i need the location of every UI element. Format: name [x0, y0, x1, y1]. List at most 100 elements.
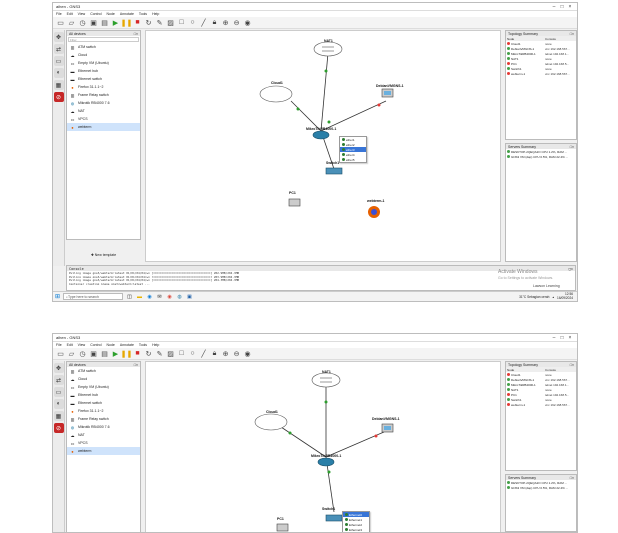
device-filter-input[interactable]: Filter [68, 37, 139, 42]
new-template-button[interactable]: ✚ New template [90, 253, 117, 257]
device-webterm[interactable]: ●webterm [67, 447, 140, 455]
device-frame-relay[interactable]: ▥Frame Relay switch [70, 416, 109, 422]
browse-routers-icon[interactable]: ✥ [53, 363, 64, 373]
add-link-icon[interactable]: ⊘ [53, 423, 64, 433]
browse-routers-icon[interactable]: ✥ [53, 32, 64, 42]
terminal-icon[interactable]: ▣ [90, 19, 97, 27]
nat-cloud-icon[interactable] [313, 41, 343, 57]
clock-icon[interactable]: ◷ [79, 19, 86, 27]
device-nat[interactable]: ☁NAT [70, 432, 85, 438]
network-icon[interactable]: ▴ [552, 294, 555, 299]
device-webterm[interactable]: ●webterm [67, 123, 140, 131]
pause-icon[interactable]: ❚❚ [120, 19, 133, 27]
node-label-nat1[interactable]: NAT1 [322, 370, 331, 374]
close-button[interactable]: × [568, 3, 572, 10]
zoom-out-icon[interactable]: ⊖ [233, 19, 240, 27]
chrome-icon[interactable]: ◉ [167, 293, 172, 300]
file-explorer-icon[interactable]: ▬ [137, 293, 143, 300]
menu-file[interactable]: File [56, 343, 62, 347]
device-ethernet-hub[interactable]: ▬Ethernet hub [70, 68, 99, 74]
node-label-debian[interactable]: DebianVMGNS-1 [376, 84, 404, 88]
menu-node[interactable]: Node [106, 343, 115, 347]
rectangle-icon[interactable]: □ [179, 350, 184, 357]
screenshot-icon[interactable]: ◉ [244, 19, 251, 27]
link-debian-router[interactable] [325, 431, 385, 458]
ellipse-icon[interactable]: ○ [190, 350, 195, 357]
menu-item-ethernet0[interactable]: Ethernet0 [343, 512, 369, 517]
device-atm-switch[interactable]: ▥ATM switch [70, 368, 96, 374]
menu-control[interactable]: Control [90, 12, 102, 16]
router-icon[interactable] [312, 130, 330, 140]
folder-open-icon[interactable]: ▱ [68, 350, 75, 358]
menu-help[interactable]: Help [152, 12, 160, 16]
node-label-router[interactable]: MikroTikRB4000-1 [311, 454, 342, 458]
browse-switches-icon[interactable]: ⇄ [53, 375, 64, 385]
close-button[interactable]: × [568, 334, 572, 341]
task-view-icon[interactable]: ◫ [127, 293, 132, 300]
menu-item-ether1[interactable]: ether1 [340, 137, 366, 142]
taskbar-search[interactable]: ⌕ Type here to search [63, 293, 124, 300]
console-icon[interactable]: ▤ [101, 19, 108, 27]
node-label-router[interactable]: MikroTikRB4000-1 [306, 127, 337, 131]
server-row[interactable]: DESKTOP-2QEQA2O CPU 1.2%, RAM ... [506, 480, 576, 485]
menu-file[interactable]: File [56, 12, 62, 16]
nat-cloud-icon[interactable] [311, 372, 341, 388]
virtualbox-icon[interactable]: ▣ [187, 293, 192, 300]
mail-icon[interactable]: ✉ [157, 293, 162, 300]
node-label-switch[interactable]: Switch1 [326, 161, 340, 165]
lock-icon[interactable]: 🔒︎ [212, 349, 217, 357]
folder-icon[interactable]: ▭ [57, 350, 64, 358]
menu-annotate[interactable]: Annotate [119, 343, 134, 347]
add-link-icon[interactable]: ⊘ [53, 92, 64, 102]
ellipse-icon[interactable]: ○ [190, 19, 195, 26]
device-mikrotik[interactable]: ◍Mikrotik RB4000 7.6 [70, 424, 110, 430]
menu-item-ethernet2[interactable]: Ethernet2 [343, 522, 369, 527]
maximize-button[interactable]: □ [560, 3, 564, 10]
menu-tools[interactable]: Tools [138, 343, 148, 347]
node-label-cloud1[interactable]: Cloud1 [271, 81, 283, 85]
menu-item-ether4[interactable]: ether4 [340, 152, 366, 157]
link-cloud-router[interactable] [290, 100, 322, 132]
rectangle-icon[interactable]: □ [179, 19, 184, 26]
image-icon[interactable]: ▨ [167, 19, 174, 27]
device-firefox[interactable]: ●Firefox 31.1.1~2 [67, 407, 140, 415]
router-icon[interactable] [317, 457, 335, 467]
reload-icon[interactable]: ↻ [145, 350, 152, 358]
node-label-cloud1[interactable]: Cloud1 [266, 410, 278, 414]
console-panel[interactable]: Console□× Pulling image gns3/webterm:lat… [66, 265, 576, 291]
cloud1-icon[interactable] [254, 413, 288, 431]
node-label-nat1[interactable]: NAT1 [324, 39, 333, 43]
link-debian-router[interactable] [320, 100, 387, 132]
edit-note-icon[interactable]: ✎ [156, 19, 163, 27]
console-icon[interactable]: ▤ [101, 350, 108, 358]
pause-icon[interactable]: ❚❚ [120, 350, 133, 358]
zoom-in-icon[interactable]: ⊕ [222, 350, 229, 358]
browse-switches-icon[interactable]: ⇄ [53, 44, 64, 54]
server-row[interactable]: GNS3 VM (dap) CPU 0.5%, RAM 22.4% ... [506, 485, 576, 490]
menu-control[interactable]: Control [90, 343, 102, 347]
device-empty-vm[interactable]: ▭Empty VM (Ubuntu) [70, 384, 109, 390]
menu-item-ether3[interactable]: ether3 [340, 147, 366, 152]
lock-icon[interactable]: 🔒︎ [212, 18, 217, 26]
device-cloud[interactable]: ☁Cloud [70, 52, 88, 58]
windows-start-icon[interactable]: ⊞ [55, 294, 61, 300]
gns3-taskbar-icon[interactable]: ◍ [177, 293, 182, 300]
topology-canvas[interactable]: NAT1 Cloud1 DebianVMGNS-1 MikroTikRB4000… [145, 361, 501, 532]
cloud1-icon[interactable] [259, 85, 293, 103]
device-vpcs[interactable]: ▭VPCS [70, 440, 88, 446]
play-icon[interactable]: ▶ [112, 350, 119, 358]
screenshot-icon[interactable]: ◉ [244, 350, 251, 358]
stop-icon[interactable]: ■ [135, 19, 140, 26]
